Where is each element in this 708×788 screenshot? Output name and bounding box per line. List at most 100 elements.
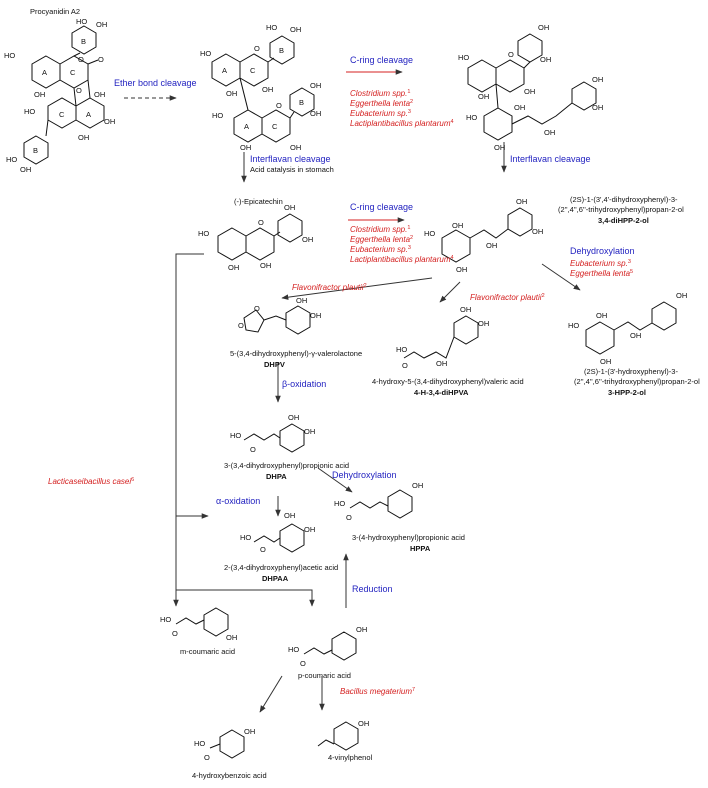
atom-label: OH xyxy=(228,263,239,272)
atom-label: OH xyxy=(592,103,603,112)
ring-label: C xyxy=(250,66,256,75)
ring-label: A xyxy=(244,122,249,131)
atom-label: HO xyxy=(424,229,435,238)
atom-label: OH xyxy=(436,359,447,368)
structure-dhpv xyxy=(243,305,311,335)
atom-label: OH xyxy=(412,481,423,490)
compound-dihpp-line1: (2S)-1-(3',4'-dihydroxyphenyl)-3- xyxy=(570,195,678,204)
arrow-to-p-coumaric xyxy=(176,589,315,607)
atom-label: O xyxy=(402,361,408,370)
atom-label: OH xyxy=(226,89,237,98)
structure-hppa xyxy=(349,489,413,519)
atom-label: OH xyxy=(96,20,107,29)
organism-eubacterium-2: Eubacterium sp.3 xyxy=(350,245,411,254)
compound-hppa-abbr: HPPA xyxy=(410,544,431,553)
atom-label: OH xyxy=(516,197,527,206)
atom-label: HO xyxy=(194,739,205,748)
reaction-arrows xyxy=(124,69,581,713)
atom-label: O xyxy=(76,86,82,95)
atom-label: OH xyxy=(310,81,321,90)
atom-label: O xyxy=(508,50,514,59)
atom-label: OH xyxy=(494,143,505,152)
atom-label: HO xyxy=(568,321,579,330)
atom-label: O xyxy=(204,753,210,762)
atom-label: OH xyxy=(240,143,251,152)
atom-label: OH xyxy=(456,265,467,274)
atom-label: HO xyxy=(466,113,477,122)
atom-label: OH xyxy=(304,525,315,534)
arrow-dehydroxylation-1 xyxy=(541,263,581,291)
atom-label: O xyxy=(78,55,84,64)
structure-3-hpp-2-ol xyxy=(585,301,677,355)
arrow-to-dhpv xyxy=(281,277,433,300)
atom-label: OH xyxy=(514,103,525,112)
atom-label: OH xyxy=(478,319,489,328)
structure-3-4-dihpp-2-ol xyxy=(441,207,533,263)
atom-label: OH xyxy=(78,133,89,142)
organism-lactiplantibacillus-1: Lactiplantibacillus plantarum4 xyxy=(350,119,454,128)
compound-dhpaa-name: 2-(3,4-dihydroxyphenyl)acetic acid xyxy=(224,563,338,572)
compound-4-vinylphenol-name: 4-vinylphenol xyxy=(328,753,373,762)
atom-label: OH xyxy=(486,241,497,250)
organism-flavonifractor-2: Flavonifractor plautii2 xyxy=(470,293,545,302)
atom-label: HO xyxy=(396,345,407,354)
atom-label: HO xyxy=(6,155,17,164)
process-dehydroxylation-2: Dehydroxylation xyxy=(332,470,397,480)
atom-label: OH xyxy=(290,143,301,152)
atom-label: OH xyxy=(676,291,687,300)
atom-label: OH xyxy=(20,165,31,174)
compound-p-coumaric-name: p-coumaric acid xyxy=(298,671,351,680)
atom-label: OH xyxy=(284,511,295,520)
atom-label: OH xyxy=(244,727,255,736)
arrow-to-4-hydroxybenzoic xyxy=(259,675,283,713)
atom-label: HO xyxy=(230,431,241,440)
ring-label: B xyxy=(81,37,86,46)
process-cring-cleavage-1: C-ring cleavage xyxy=(350,55,413,65)
structure-cring-cleaved-dimer xyxy=(467,33,597,141)
atom-label: OH xyxy=(452,221,463,230)
atom-label: OH xyxy=(532,227,543,236)
atom-label: OH xyxy=(34,90,45,99)
atom-label: HO xyxy=(76,17,87,26)
atom-label: OH xyxy=(302,235,313,244)
atom-label: O xyxy=(254,304,260,313)
compound-dhpa-abbr: DHPA xyxy=(266,472,287,481)
atom-label: OH xyxy=(358,719,369,728)
organism-eggerthella-3: Eggerthella lenta5 xyxy=(570,269,633,278)
compound-hppa-name: 3-(4-hydroxyphenyl)propionic acid xyxy=(352,533,465,542)
structure-dimer xyxy=(211,35,315,143)
structure-epicatechin xyxy=(217,213,303,261)
process-ether-bond-cleavage: Ether bond cleavage xyxy=(114,78,197,88)
compound-dihpp-line2: (2'',4'',6''-trihydroxyphenyl)propan-2-o… xyxy=(558,205,684,214)
atom-label: OH xyxy=(262,85,273,94)
structure-4-vinylphenol xyxy=(317,721,359,751)
compound-hpp-abbr: 3-HPP-2-ol xyxy=(608,388,646,397)
atom-label: HO xyxy=(266,23,277,32)
ring-label: A xyxy=(86,110,91,119)
atom-label: O xyxy=(98,55,104,64)
atom-label: OH xyxy=(538,23,549,32)
atom-label: OH xyxy=(630,331,641,340)
connector-main-branch xyxy=(175,253,204,590)
atom-label: OH xyxy=(592,75,603,84)
atom-label: O xyxy=(276,101,282,110)
atom-label: O xyxy=(258,218,264,227)
structure-m-coumaric-acid xyxy=(175,607,229,637)
compound-dihpp-abbr: 3,4-diHPP-2-ol xyxy=(598,216,649,225)
organism-flavonifractor-1: Flavonifractor plautii2 xyxy=(292,283,367,292)
compound-dhpv-abbr: DHPV xyxy=(264,360,285,369)
atom-label: HO xyxy=(160,615,171,624)
atom-label: HO xyxy=(200,49,211,58)
atom-label: OH xyxy=(304,427,315,436)
atom-label: OH xyxy=(310,109,321,118)
compound-dhpv-name: 5-(3,4-dihydroxyphenyl)-γ-valerolactone xyxy=(230,349,362,358)
ring-label: B xyxy=(33,146,38,155)
arrow-dehydroxylation-2 xyxy=(317,467,353,493)
organism-clostridium-1: Clostridium spp.1 xyxy=(350,89,410,98)
structure-4-hydroxybenzoic-acid xyxy=(209,729,245,759)
atom-label: OH xyxy=(284,203,295,212)
atom-label: OH xyxy=(310,311,321,320)
atom-label: OH xyxy=(104,117,115,126)
atom-label: OH xyxy=(94,90,105,99)
